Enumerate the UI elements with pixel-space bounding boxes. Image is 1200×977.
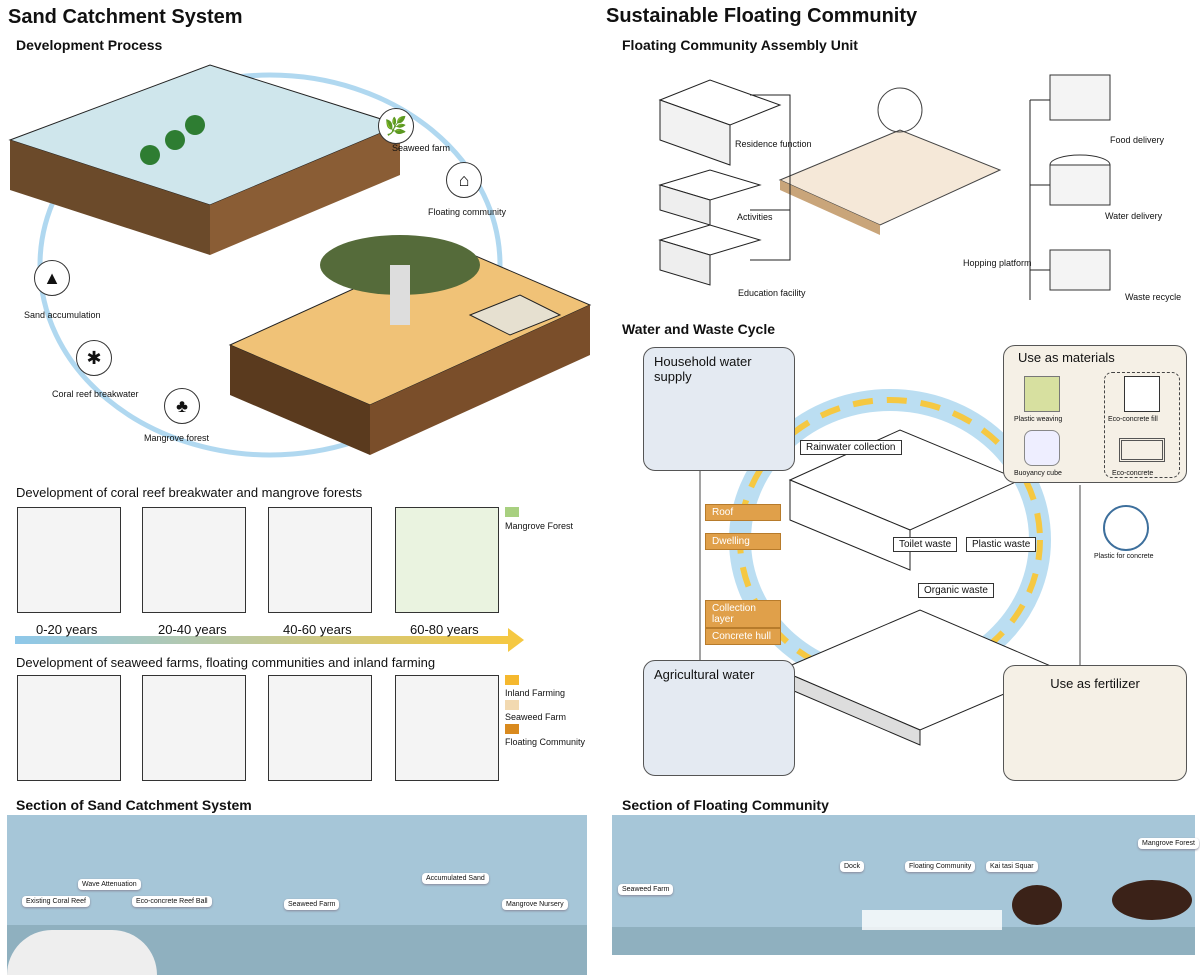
map-panel xyxy=(395,675,499,781)
fertilizer-label: Use as fertilizer xyxy=(1050,676,1140,691)
eco-concrete-group xyxy=(1104,372,1180,478)
material-label: Buoyancy cube xyxy=(1014,470,1062,477)
development-process-heading: Development Process xyxy=(16,37,163,53)
timeline-label: 40-60 years xyxy=(283,622,352,637)
ship-icon xyxy=(1103,505,1149,551)
assembly-label: Waste recycle xyxy=(1125,292,1182,302)
plastic-weaving-icon xyxy=(1024,376,1060,412)
legend-swatch xyxy=(505,507,519,517)
timeline-label: 60-80 years xyxy=(410,622,479,637)
cycle-label: Sand accumulation xyxy=(24,310,101,320)
development-process-illustration xyxy=(8,64,592,458)
section-label: Accumulated Sand xyxy=(422,873,489,884)
assembly-label: Residence function xyxy=(735,139,812,149)
map-panel xyxy=(142,675,246,781)
cycle-label: Floating community xyxy=(428,207,507,217)
house-icon: ⌂ xyxy=(446,162,482,198)
eco-concrete-fill-icon xyxy=(1124,376,1160,412)
coral-icon: ✱ xyxy=(76,340,112,376)
right-section-heading: Section of Floating Community xyxy=(622,797,829,813)
household-water-box: Household water supply xyxy=(643,347,795,471)
cycle-label: Seaweed farm xyxy=(392,143,451,153)
timeline-arrow-icon xyxy=(508,628,524,652)
materials-title: Use as materials xyxy=(1018,350,1115,365)
section-label: Existing Coral Reef xyxy=(22,896,90,907)
agricultural-water-box: Agricultural water xyxy=(643,660,795,776)
map-panel xyxy=(268,507,372,613)
waste-label: Organic waste xyxy=(918,583,994,598)
map-panel xyxy=(395,507,499,613)
floating-section-illustration xyxy=(612,815,1195,955)
cycle-label: Mangrove forest xyxy=(144,433,210,443)
assembly-illustration xyxy=(658,74,1111,300)
timeline-bar xyxy=(15,636,510,644)
waste-label: Plastic waste xyxy=(966,537,1037,552)
sand-pile-icon: ▲ xyxy=(34,260,70,296)
map-panel xyxy=(268,675,372,781)
layer-label: Collection layer xyxy=(705,600,781,628)
fertilizer-box: Use as fertilizer xyxy=(1003,665,1187,781)
layer-label: Dwelling xyxy=(705,533,781,550)
assembly-label: Food delivery xyxy=(1110,135,1165,145)
agricultural-water-label: Agricultural water xyxy=(654,667,755,682)
legend-label: Mangrove Forest xyxy=(505,521,574,531)
timeline-label: 20-40 years xyxy=(158,622,227,637)
left-section-heading: Section of Sand Catchment System xyxy=(16,797,252,813)
mangrove-icon: ♣ xyxy=(164,388,200,424)
materials-box: Use as materials Plastic weaving Eco-con… xyxy=(1003,345,1187,483)
legend-swatch xyxy=(505,724,519,734)
cycle-label: Coral reef breakwater xyxy=(52,389,139,399)
section-label: Eco-concrete Reef Ball xyxy=(132,896,212,907)
section-label: Floating Community xyxy=(905,861,976,872)
legend-swatch xyxy=(505,700,519,710)
section-label: Kai tasi Squar xyxy=(986,861,1038,872)
section-label: Seaweed Farm xyxy=(284,899,340,910)
map-panel xyxy=(17,675,121,781)
layer-label: Roof xyxy=(705,504,781,521)
assembly-label: Hopping platform xyxy=(963,258,1032,268)
seaweed-icon: 🌿 xyxy=(378,108,414,144)
plastic-concrete-label: Plastic for concrete xyxy=(1094,553,1154,560)
map-panel xyxy=(17,507,121,613)
household-water-label: Household water supply xyxy=(654,354,752,384)
legend-label: Seaweed Farm xyxy=(505,712,567,722)
cycle-heading: Water and Waste Cycle xyxy=(622,321,776,337)
water-cycle-illustration xyxy=(699,389,1081,760)
rainwater-label: Rainwater collection xyxy=(800,440,902,455)
legend-label: Floating Community xyxy=(505,737,586,747)
assembly-heading: Floating Community Assembly Unit xyxy=(622,37,858,53)
legend-label: Inland Farming xyxy=(505,688,566,698)
section-label: Dock xyxy=(840,861,864,872)
eco-concrete-icon xyxy=(1119,438,1165,462)
assembly-label: Education facility xyxy=(738,288,806,298)
coral-mangrove-heading: Development of coral reef breakwater and… xyxy=(16,485,363,500)
section-label: Mangrove Nursery xyxy=(502,899,568,910)
material-label: Plastic weaving xyxy=(1014,416,1063,423)
buoyancy-cube-icon xyxy=(1024,430,1060,466)
legend-swatch xyxy=(505,675,519,685)
section-label: Mangrove Forest xyxy=(1138,838,1199,849)
assembly-label: Activities xyxy=(737,212,773,222)
waste-label: Toilet waste xyxy=(893,537,958,552)
section-label: Seaweed Farm xyxy=(618,884,674,895)
section-label: Wave Attenuation xyxy=(78,879,141,890)
material-label: Eco-concrete xyxy=(1112,470,1154,477)
assembly-label: Water delivery xyxy=(1105,211,1163,221)
sand-section-illustration xyxy=(7,815,587,975)
map-panel xyxy=(142,507,246,613)
right-title: Sustainable Floating Community xyxy=(606,5,918,27)
layer-label: Concrete hull xyxy=(705,628,781,645)
seaweed-heading: Development of seaweed farms, floating c… xyxy=(16,655,436,670)
timeline-label: 0-20 years xyxy=(36,622,98,637)
material-label: Eco-concrete fill xyxy=(1108,416,1158,423)
left-title: Sand Catchment System xyxy=(8,6,243,28)
